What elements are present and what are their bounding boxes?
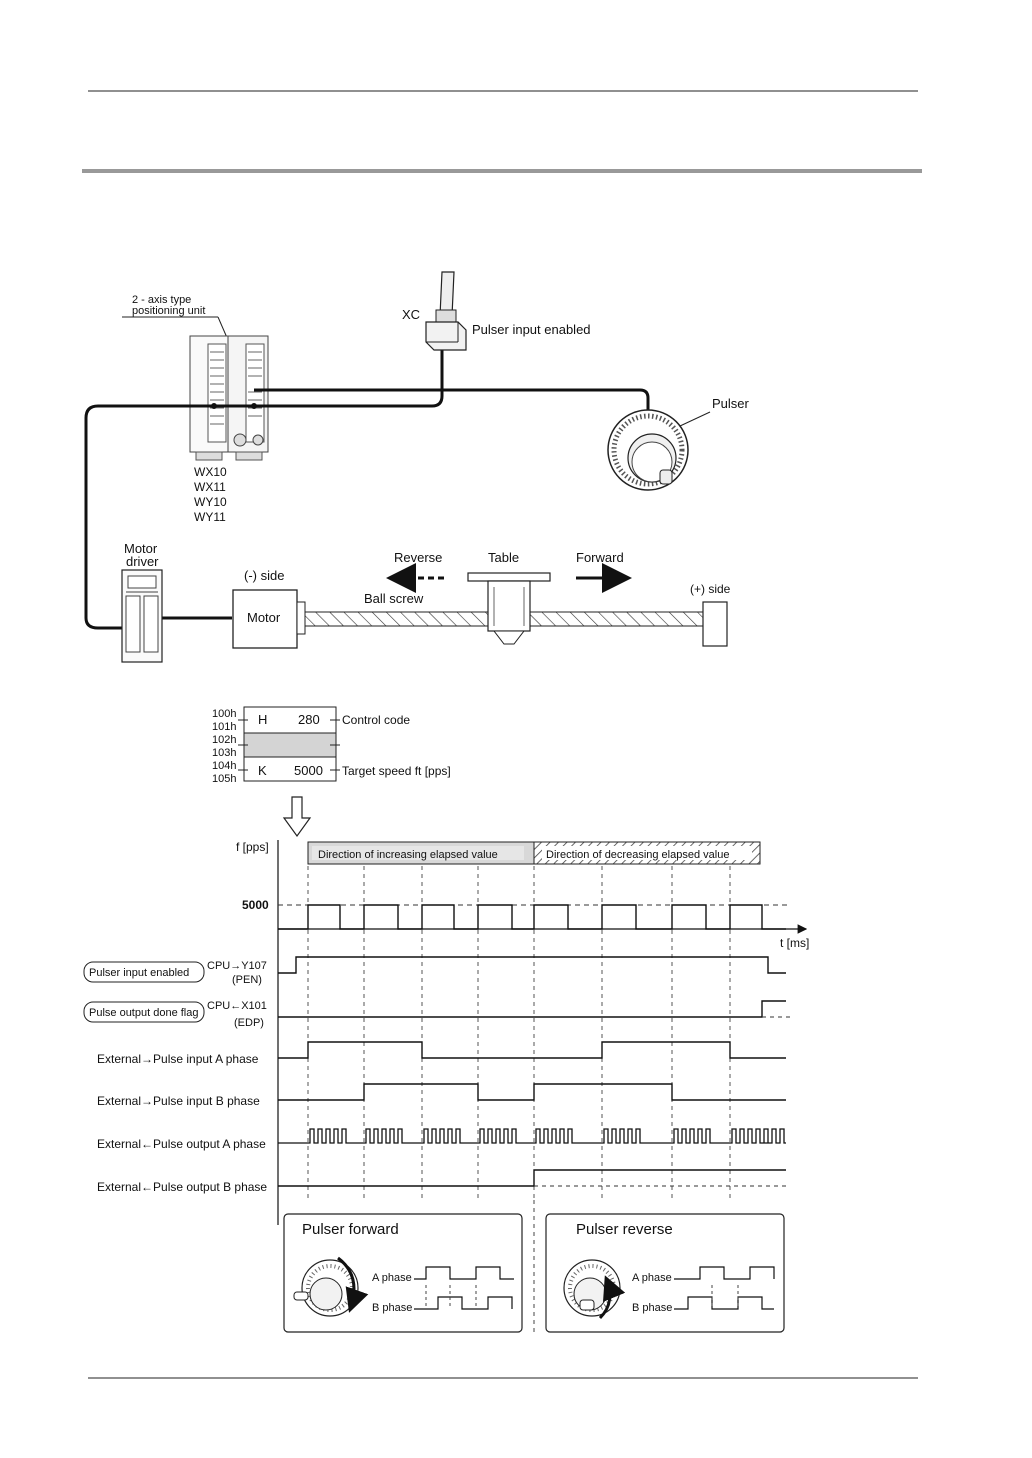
pulser-reverse-a-wave: [674, 1266, 775, 1280]
register-wy10: WY10: [194, 495, 227, 509]
cables: [84, 350, 650, 630]
pulser-input-enabled-badge-text: Pulser input enabled: [89, 967, 189, 979]
pulser-reverse-title: Pulser reverse: [576, 1221, 673, 1238]
edp-wave: [278, 1000, 786, 1018]
register-wy11: WY11: [194, 510, 226, 524]
switch-name: XC: [402, 307, 420, 322]
pulser-reverse-b-wave: [674, 1296, 774, 1310]
pulse-output-done-badge-text: Pulse output done flag: [89, 1007, 198, 1019]
forward-label: Forward: [576, 550, 624, 565]
register-wx10: WX10: [194, 465, 227, 479]
addr-101h: 101h: [212, 721, 236, 733]
ball-screw-label: Ball screw: [364, 591, 424, 606]
minus-side-label: (-) side: [244, 568, 284, 583]
motor-block: [232, 589, 306, 649]
pulser-reverse-b-phase: B phase: [632, 1302, 672, 1314]
pulser-forward-title: Pulser forward: [302, 1221, 399, 1238]
pulser-reverse-dial-icon: [563, 1259, 626, 1320]
control-code-desc: Control code: [342, 713, 410, 727]
target-speed-desc: Target speed ft [pps]: [342, 764, 451, 778]
motor-driver-line1: Motor: [124, 541, 158, 556]
pulser-forward-b-wave: [414, 1296, 513, 1310]
pulser-icon: [607, 409, 689, 491]
motor-driver-icon: [121, 569, 163, 663]
addr-103h: 103h: [212, 747, 236, 759]
table-label: Table: [488, 550, 519, 565]
output-b-label: External←Pulse output B phase: [97, 1180, 267, 1194]
pen-wave: [278, 956, 786, 974]
input-b-wave: [278, 1083, 786, 1101]
pulser-input-enabled-badge: [83, 961, 205, 983]
timing-chart: f [pps] t [ms] 5000 Direction of increas…: [83, 840, 809, 1225]
pulser-forward-box: Pulser forward A phase B phase: [283, 1213, 523, 1333]
x101-label: CPU←X101: [207, 1000, 267, 1012]
control-code-value: 280: [298, 712, 320, 727]
pulser-forward-a-wave: [414, 1266, 514, 1280]
unit-label-line1: 2 - axis type: [132, 294, 191, 306]
input-a-label: External→Pulse input A phase: [97, 1052, 259, 1066]
pulser-forward-b-phase: B phase: [372, 1302, 412, 1314]
system-diagram: 2 - axis type positioning unit: [84, 271, 750, 663]
pulser-reverse-box: Pulser reverse A phase B phase: [545, 1213, 785, 1333]
edp-label: (EDP): [234, 1017, 264, 1029]
pen-label: (PEN): [232, 974, 262, 986]
addr-104h: 104h: [212, 760, 236, 772]
unit-label-line2: positioning unit: [132, 305, 205, 317]
y107-label: CPU→Y107: [207, 960, 267, 972]
motor-driver-line2: driver: [126, 554, 159, 569]
time-guides: [307, 866, 731, 1200]
pulser-forward-dial-icon: [293, 1256, 369, 1317]
speed-waveform: [278, 904, 786, 930]
f-axis-label: f [pps]: [236, 840, 269, 854]
addr-100h: 100h: [212, 708, 236, 720]
dir-decreasing-label: Direction of decreasing elapsed value: [546, 849, 729, 861]
control-code-prefix: H: [258, 712, 267, 727]
target-speed-prefix: K: [258, 763, 267, 778]
addr-105h: 105h: [212, 773, 236, 785]
output-b-wave: [278, 1169, 786, 1187]
dir-increasing-label: Direction of increasing elapsed value: [318, 849, 498, 861]
memory-table: 100h 101h 102h 103h 104h 105h H 280 Cont…: [212, 706, 451, 838]
toggle-switch: [425, 271, 467, 351]
register-wx11: WX11: [194, 480, 226, 494]
target-speed-value: 5000: [294, 763, 323, 778]
pulser-forward-a-phase: A phase: [372, 1272, 412, 1284]
start-arrow: [282, 796, 312, 838]
positioning-unit: [189, 335, 269, 461]
table-carriage: [467, 572, 551, 645]
pulser-label: Pulser: [712, 396, 750, 411]
output-a-wave: [278, 1128, 786, 1144]
t-axis-label: t [ms]: [780, 936, 809, 950]
input-a-wave: [278, 1041, 786, 1059]
pulser-reverse-a-phase: A phase: [632, 1272, 672, 1284]
addr-102h: 102h: [212, 734, 236, 746]
level-5000-label: 5000: [242, 898, 269, 912]
motor-label: Motor: [247, 610, 281, 625]
output-a-label: External←Pulse output A phase: [97, 1137, 266, 1151]
input-b-label: External→Pulse input B phase: [97, 1094, 260, 1108]
switch-label: Pulser input enabled: [472, 322, 591, 337]
plus-side-label: (+) side: [690, 582, 731, 596]
reverse-label: Reverse: [394, 550, 442, 565]
pulse-output-done-badge: [83, 1001, 205, 1023]
